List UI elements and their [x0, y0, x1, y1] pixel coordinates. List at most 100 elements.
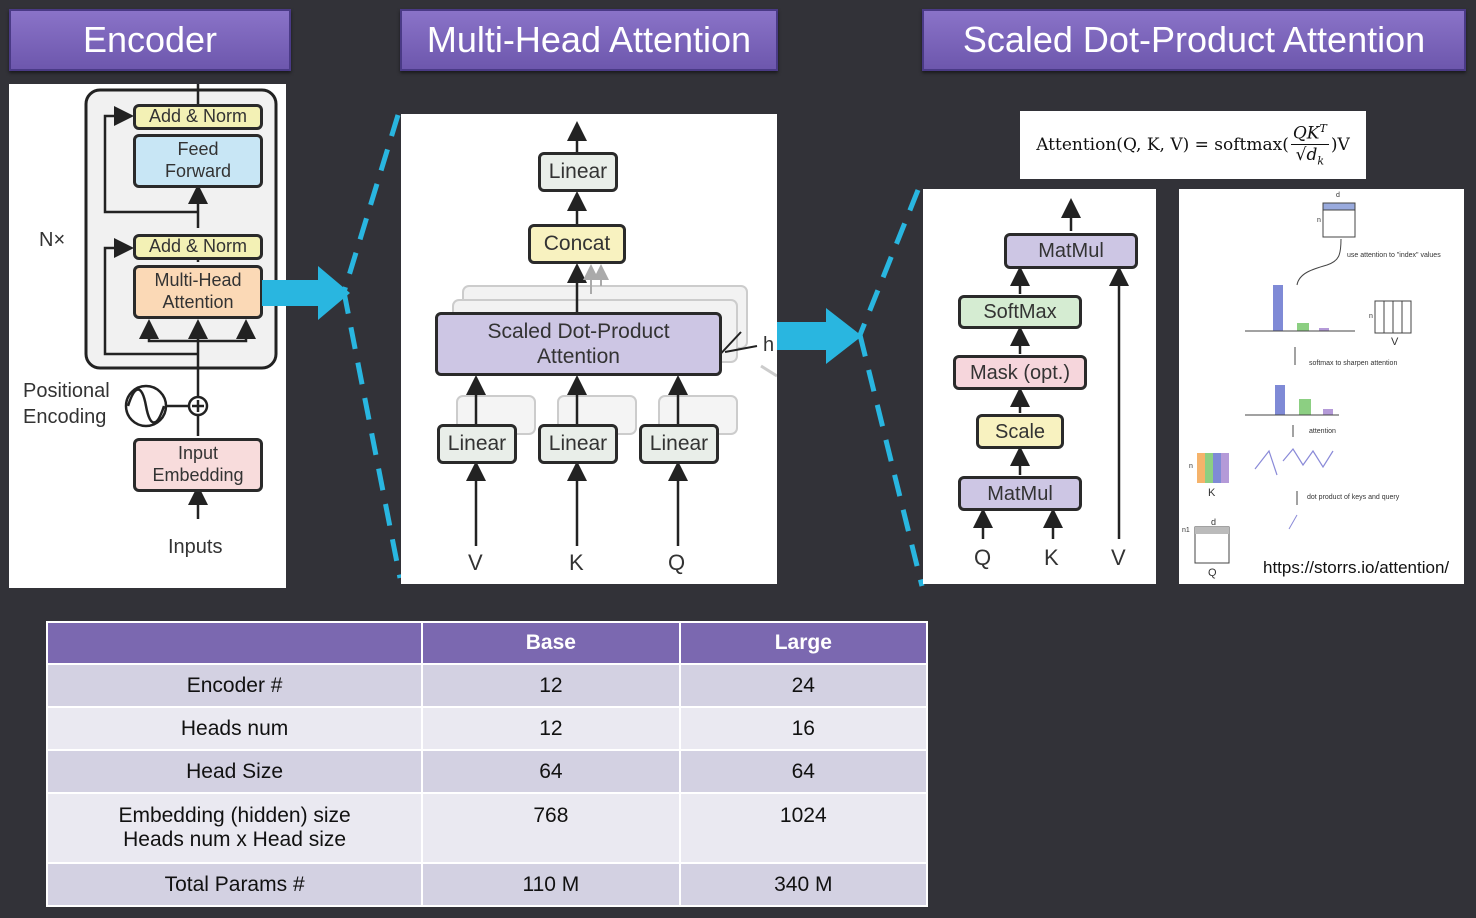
formula-den-text: √d — [1295, 145, 1318, 166]
formula-num-text: QK — [1292, 124, 1320, 145]
input-embedding-label: Input Embedding — [152, 443, 244, 485]
formula-denominator: √dk — [1296, 145, 1324, 167]
sdpa-k-label: K — [1044, 545, 1059, 570]
mha-to-sdpa-arrow — [776, 308, 862, 364]
formula-numerator: QKT — [1290, 122, 1329, 146]
encoder-header-label: Encoder — [82, 19, 218, 60]
illus-v: V — [1391, 336, 1399, 348]
add-norm-top-box: Add & Norm — [133, 104, 263, 130]
linear-v-box: Linear — [437, 424, 517, 464]
mha-panel: Linear Concat Scaled Dot-Product Attenti… — [401, 114, 777, 584]
table-cell-base: 12 — [421, 706, 681, 751]
table-row: Total Params # 110 M 340 M — [45, 862, 929, 907]
illus-n-k: n — [1189, 463, 1193, 470]
formula-sup: T — [1319, 122, 1327, 136]
table-cell-base: 64 — [421, 749, 681, 794]
input-embedding-box: Input Embedding — [133, 438, 263, 492]
table-cell-large: 64 — [678, 749, 929, 794]
matmul-bottom-label: MatMul — [987, 482, 1053, 505]
table-row-label-line2: Heads num x Head size — [123, 828, 347, 851]
attention-illustration: d n use attention to "index" values n V … — [1179, 189, 1464, 584]
table-cell-base: 110 M — [421, 862, 681, 907]
add-norm-bottom-label: Add & Norm — [148, 236, 248, 257]
sdpa-header-label: Scaled Dot-Product Attention — [962, 19, 1426, 60]
table-row-label: Encoder # — [45, 663, 424, 708]
mha-header: Multi-Head Attention — [400, 9, 778, 71]
encoder-panel: Add & Norm Feed Forward Add & Norm Multi… — [9, 84, 286, 588]
concat-box: Concat — [528, 224, 626, 264]
sdpa-zoom-line-bottom — [857, 334, 925, 587]
table-cell-large: 16 — [678, 706, 929, 751]
table-header-cell: Large — [678, 621, 929, 665]
mha-k-label: K — [569, 550, 584, 575]
h-label: h — [763, 334, 775, 356]
softmax-label: SoftMax — [983, 301, 1057, 323]
sdpa-stack-box: Scaled Dot-Product Attention — [435, 312, 722, 376]
table-header-row: Base Large — [45, 621, 929, 665]
mha-linear-top-label: Linear — [548, 160, 608, 184]
attention-formula: Attention(Q, K, V) = softmax( QKT √dk )V — [1020, 111, 1366, 179]
formula-fraction: QKT √dk — [1290, 122, 1329, 168]
source-url: https://storrs.io/attention/ — [1263, 558, 1450, 577]
formula-lhs: Attention(Q, K, V) = softmax( — [1036, 135, 1289, 155]
concat-label: Concat — [543, 232, 611, 256]
table-row: Head Size 64 64 — [45, 749, 929, 794]
sdpa-connections — [973, 198, 1129, 539]
linear-q-box: Linear — [639, 424, 719, 464]
table-header-cell: Base — [421, 621, 681, 665]
table-row: Heads num 12 16 — [45, 706, 929, 751]
bert-config-table: Base Large Encoder # 12 24 Heads num 12 … — [45, 621, 929, 907]
mask-label: Mask (opt.) — [969, 361, 1071, 384]
table-header-cell — [45, 621, 424, 665]
sdpa-v-label: V — [1111, 545, 1126, 570]
illus-q: Q — [1208, 567, 1217, 579]
table-row-label-line1: Embedding (hidden) size — [118, 804, 351, 827]
sdpa-panel: MatMul SoftMax Mask (opt.) Scale MatMul … — [923, 189, 1156, 584]
illus-n-top: n — [1317, 217, 1321, 224]
encoder-to-mha-arrow — [262, 266, 350, 320]
table-cell-base: 12 — [421, 663, 681, 708]
multi-head-label: Multi-Head Attention — [154, 270, 242, 312]
table-row: Encoder # 12 24 — [45, 663, 929, 708]
illus-n-v: n — [1369, 313, 1373, 320]
mha-zoom-line-bottom — [341, 291, 403, 579]
mha-linear-top-box: Linear — [538, 152, 618, 192]
feed-forward-label: Feed Forward — [164, 139, 231, 181]
illustration-graphics — [1194, 202, 1412, 564]
illus-n1: n1 — [1182, 527, 1190, 534]
illus-index-note: use attention to "index" values — [1347, 252, 1441, 259]
sdpa-zoom-line-top — [857, 189, 921, 336]
matmul-top-label: MatMul — [1038, 240, 1104, 262]
feed-forward-box: Feed Forward — [133, 134, 263, 188]
multi-head-box: Multi-Head Attention — [133, 265, 263, 319]
table-row-label: Total Params # — [45, 862, 424, 907]
table-cell-base: 768 — [421, 792, 681, 864]
scale-label: Scale — [994, 420, 1046, 443]
sdpa-q-label: Q — [974, 545, 992, 570]
illus-softmax-note: softmax to sharpen attention — [1309, 360, 1398, 367]
softmax-box: SoftMax — [958, 295, 1082, 329]
matmul-top-box: MatMul — [1004, 233, 1138, 269]
nx-label: N× — [39, 229, 66, 251]
table-cell-large: 24 — [678, 663, 929, 708]
positional-encoding-label: Positional Encoding — [23, 380, 110, 428]
mha-q-label: Q — [668, 550, 686, 575]
formula-sub: k — [1317, 154, 1325, 168]
illus-d-q: d — [1211, 517, 1217, 527]
sdpa-stack-label: Scaled Dot-Product Attention — [487, 319, 670, 368]
formula-rhs: )V — [1330, 135, 1350, 155]
mask-box: Mask (opt.) — [953, 355, 1087, 390]
add-norm-top-label: Add & Norm — [148, 106, 248, 127]
table-cell-large: 340 M — [678, 862, 929, 907]
table-cell-large: 1024 — [678, 792, 929, 864]
encoder-header: Encoder — [9, 9, 291, 71]
mha-zoom-line-top — [341, 114, 401, 293]
table-row-label: Head Size — [45, 749, 424, 794]
add-norm-bottom-box: Add & Norm — [133, 234, 263, 260]
linear-q-label: Linear — [649, 432, 709, 456]
illus-k: K — [1208, 487, 1216, 499]
sdpa-header: Scaled Dot-Product Attention — [922, 9, 1466, 71]
